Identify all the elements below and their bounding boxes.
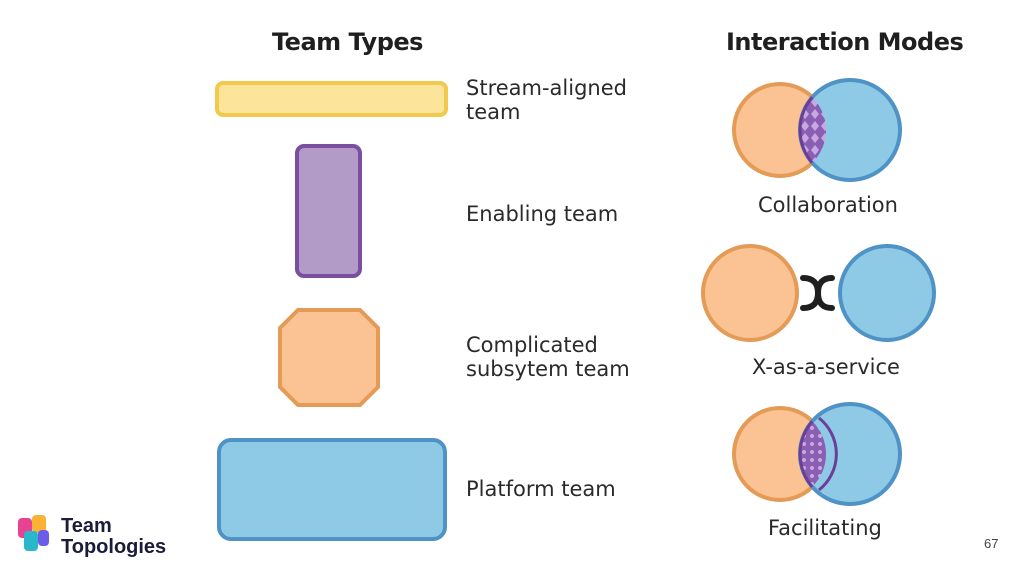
enabling-team-shape <box>295 144 362 278</box>
team-topologies-logo-icon <box>18 515 49 551</box>
complicated-subsystem-team-label: Complicated subsytem team <box>466 333 630 381</box>
page-number: 67 <box>984 536 999 551</box>
collaboration-icon <box>732 78 902 182</box>
enabling-team-label: Enabling team <box>466 202 619 226</box>
stream-aligned-team-shape <box>215 81 448 117</box>
facilitating-label: Facilitating <box>768 516 882 540</box>
complicated-subsystem-team-shape <box>278 308 380 407</box>
team-topologies-logo-text: Team Topologies <box>61 515 167 558</box>
x-as-a-service-label: X-as-a-service <box>752 355 900 379</box>
stream-aligned-team-label: Stream-aligned team <box>466 76 627 124</box>
collaboration-label: Collaboration <box>758 193 898 217</box>
platform-team-label: Platform team <box>466 477 616 501</box>
x-as-a-service-icon <box>701 244 936 342</box>
platform-team-shape <box>217 438 447 541</box>
facilitating-icon <box>732 402 902 506</box>
interaction-modes-heading: Interaction Modes <box>726 28 964 56</box>
team-types-heading: Team Types <box>272 28 423 56</box>
